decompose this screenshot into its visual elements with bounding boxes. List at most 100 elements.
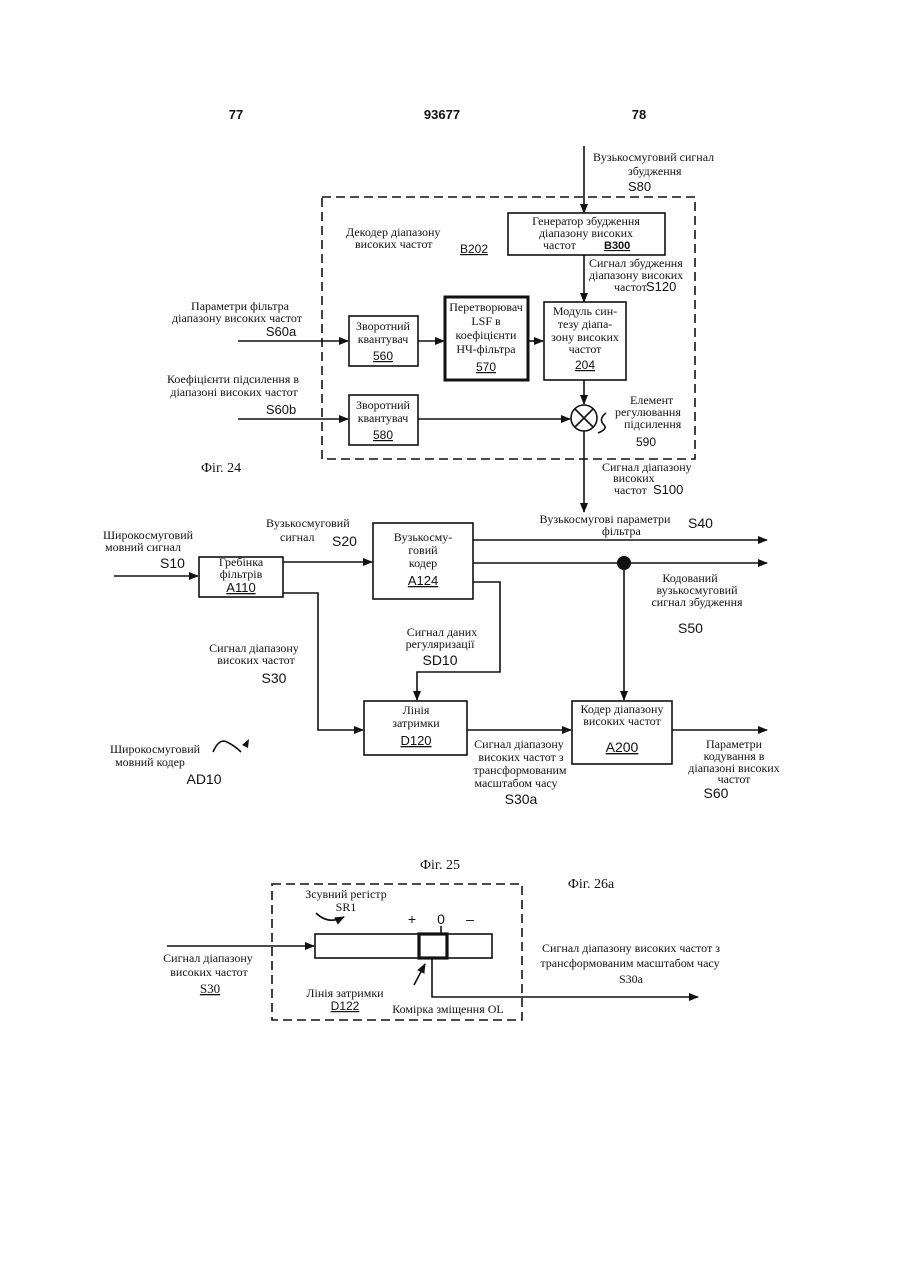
- synth-label-4: частот: [569, 342, 603, 356]
- multiplier-590: [571, 405, 597, 431]
- s60b-label-1: Коефіцієнти підсилення в: [167, 372, 299, 386]
- s30a-id: S30a: [505, 791, 538, 807]
- shift-register-leader: [316, 913, 344, 920]
- generator-label-3: частот: [543, 238, 577, 252]
- delay-label-2: затримки: [392, 716, 440, 730]
- shift-register-sr1: [315, 934, 492, 958]
- s60b-label-2: діапазоні високих частот: [170, 385, 298, 399]
- s30a-label-4: масштабом часу: [474, 776, 557, 790]
- fig24-caption: Фіг. 24: [201, 461, 241, 476]
- dequant580-label-2: квантувач: [358, 411, 409, 425]
- converter-label-1: Перетворювач: [449, 300, 523, 314]
- synth-id: 204: [575, 358, 595, 372]
- shift-register-id: SR1: [336, 900, 357, 914]
- s10-label-2: мовний сигнал: [105, 540, 181, 554]
- delay-d122-label: Лінія затримки: [306, 986, 384, 1000]
- ad10-leader: [213, 741, 241, 752]
- s30a-label-2: високих частот з: [478, 750, 564, 764]
- s20-id: S20: [332, 533, 357, 549]
- shift-register-label-1: Зсувний регістр: [305, 887, 386, 901]
- generator-id: B300: [604, 240, 630, 252]
- hb-coder-label-2: високих частот: [583, 714, 661, 728]
- s50-id: S50: [678, 620, 703, 636]
- converter-label-4: НЧ-фільтра: [456, 342, 516, 356]
- s20-label-1: Вузькосмуговий: [266, 516, 350, 530]
- figure-25: Широкосмуговий мовний сигнал S10 Гребінк…: [103, 512, 780, 873]
- ad10-id: AD10: [186, 771, 221, 787]
- decoder-label-2: високих частот: [355, 237, 433, 251]
- s30-label-2: високих частот: [217, 653, 295, 667]
- s80-label-1: Вузькосмуговий сигнал: [593, 150, 714, 164]
- s120-label-3: частот: [614, 280, 648, 294]
- hb-coder-id: A200: [606, 739, 639, 755]
- s30-input-label-2: високих частот: [170, 965, 248, 979]
- sign-minus: –: [466, 911, 474, 927]
- sd10-label-2: регуляризації: [406, 637, 475, 651]
- dequant580-label-1: Зворотний: [356, 398, 411, 412]
- nb-coder-label-3: кодер: [409, 556, 437, 570]
- s120-id: S120: [646, 279, 676, 294]
- sign-zero: 0: [437, 911, 445, 927]
- s30-arrow: [283, 593, 363, 730]
- decoder-id: B202: [460, 242, 488, 256]
- s10-id: S10: [160, 555, 185, 571]
- s100-label-3: частот: [614, 483, 648, 497]
- sd10-id: SD10: [422, 652, 457, 668]
- s80-id: S80: [628, 179, 651, 194]
- sign-plus: +: [408, 911, 416, 927]
- ad10-leader-arrowhead: [242, 739, 249, 748]
- ad10-label-2: мовний кодер: [115, 755, 185, 769]
- s80-label-2: збудження: [628, 164, 682, 178]
- s30a-output-id: S30a: [619, 972, 644, 986]
- s50-label-3: сигнал збудження: [651, 595, 743, 609]
- s60b-id: S60b: [266, 402, 296, 417]
- delay-id: D120: [400, 733, 431, 748]
- s100-id: S100: [653, 482, 683, 497]
- synth-label-1: Модуль син-: [553, 304, 617, 318]
- ad10-label-1: Широкосмуговий: [110, 742, 201, 756]
- s30-id: S30: [262, 670, 287, 686]
- gain-element-label-3: підсилення: [624, 417, 682, 431]
- s40-label-2: фільтра: [602, 524, 642, 538]
- converter-label-2: LSF в: [471, 314, 501, 328]
- page-header: 77 93677 78: [229, 107, 646, 122]
- nb-coder-label-2: говий: [408, 543, 438, 557]
- s60-id: S60: [704, 785, 729, 801]
- s60a-label-2: діапазону високих частот: [172, 311, 303, 325]
- s30a-label-3: трансформованим: [473, 763, 566, 777]
- dequant560-label-2: квантувач: [358, 332, 409, 346]
- s30a-output-label-2: трансформованим масштабом часу: [540, 956, 719, 970]
- figure-24: Вузькосмуговий сигнал збудження S80 Деко…: [167, 146, 714, 512]
- offset-cell-leader: [414, 964, 425, 985]
- dequant560-id: 560: [373, 349, 393, 363]
- delay-label-1: Лінія: [403, 703, 430, 717]
- converter-label-3: коефіцієнти: [456, 328, 518, 342]
- filterbank-label-2: фільтрів: [220, 567, 263, 581]
- s40-id: S40: [688, 515, 713, 531]
- gain-element-id: 590: [636, 435, 656, 449]
- figure-26a: Фіг. 26а Зсувний регістр SR1 + 0 – Сигна…: [163, 877, 720, 1020]
- s20-label-2: сигнал: [280, 530, 315, 544]
- s30-input-id: S30: [200, 981, 220, 996]
- fig25-caption: Фіг. 25: [420, 858, 460, 873]
- nb-coder-label-1: Вузькосму-: [394, 530, 453, 544]
- patent-number: 93677: [424, 107, 460, 122]
- s60a-id: S60a: [266, 324, 297, 339]
- filterbank-id: A110: [226, 580, 255, 595]
- s30a-output-label-1: Сигнал діапазону високих частот з: [542, 941, 720, 955]
- offset-cell-label: Комірка зміщення OL: [392, 1002, 504, 1016]
- synth-label-2: тезу діапа-: [558, 317, 613, 331]
- s30a-label-1: Сигнал діапазону: [474, 737, 564, 751]
- s60-label-4: частот: [718, 772, 752, 786]
- right-page-number: 78: [632, 107, 646, 122]
- left-page-number: 77: [229, 107, 243, 122]
- dequant580-id: 580: [373, 428, 393, 442]
- dequant560-label-1: Зворотний: [356, 319, 411, 333]
- multiplier-leader: [598, 413, 606, 433]
- converter-id: 570: [476, 360, 496, 374]
- fig26a-caption: Фіг. 26а: [568, 877, 615, 892]
- s30-input-label-1: Сигнал діапазону: [163, 951, 253, 965]
- nb-coder-id: A124: [408, 573, 438, 588]
- delay-d122-id: D122: [331, 999, 360, 1013]
